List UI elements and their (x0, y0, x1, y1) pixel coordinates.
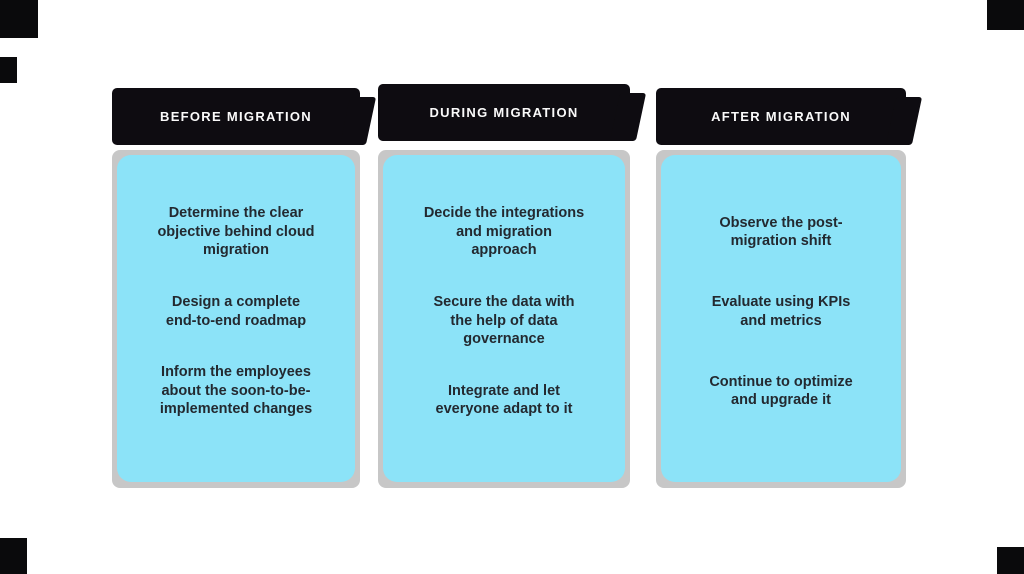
card-item: Continue to optimize and upgrade it (709, 373, 852, 410)
card-item-line: Integrate and let (447, 382, 560, 399)
card-item-line: Inform the employees (161, 364, 311, 381)
card-after-migration: Observe the post- migration shift Evalua… (661, 155, 901, 482)
header-after-migration: AFTER MIGRATION (656, 88, 906, 145)
decor-square-left-edge (0, 57, 17, 83)
decor-square-bottom-right (997, 547, 1024, 574)
card-item-line: Continue to optimize (709, 373, 853, 390)
card-backing-after-migration: Observe the post- migration shift Evalua… (656, 150, 906, 488)
card-item-line: and metrics (740, 312, 822, 329)
header-during-migration: DURING MIGRATION (378, 84, 630, 141)
card-backing-before-migration: Determine the clear objective behind clo… (112, 150, 360, 488)
header-before-migration: BEFORE MIGRATION (112, 88, 360, 145)
card-item-line: Secure the data with (433, 294, 575, 310)
decor-square-top-left (0, 0, 38, 38)
decor-square-top-right (987, 0, 1024, 30)
card-backing-during-migration: Decide the integrations and migration ap… (378, 150, 630, 488)
card-item-line: and migration (456, 223, 552, 240)
card-item: Secure the data with the help of data go… (433, 293, 574, 349)
card-item-line: migration (202, 242, 270, 259)
card-item: Design a complete end-to-end roadmap (166, 293, 306, 330)
card-item-line: Determine the clear (168, 205, 304, 222)
card-item-line: objective behind cloud (157, 223, 315, 240)
card-item-line: Evaluate using KPIs (711, 294, 851, 310)
card-item-line: end-to-end roadmap (165, 312, 307, 329)
card-item: Decide the integrations and migration ap… (424, 204, 584, 260)
decor-square-bottom-left (0, 538, 27, 574)
card-item-line: governance (463, 331, 545, 347)
card-item-line: migration shift (730, 233, 832, 249)
card-item: Determine the clear objective behind clo… (157, 204, 314, 260)
card-item-line: implemented changes (159, 401, 313, 418)
card-item-line: everyone adapt to it (435, 401, 573, 418)
card-item-line: about the soon-to-be- (161, 382, 311, 399)
card-item-line: Decide the integrations (423, 205, 585, 222)
card-item-line: approach (471, 242, 537, 259)
card-item: Evaluate using KPIs and metrics (712, 293, 851, 330)
card-item-line: Observe the post- (719, 214, 843, 231)
card-item: Observe the post- migration shift (719, 214, 842, 251)
header-label: BEFORE MIGRATION (160, 109, 312, 124)
card-during-migration: Decide the integrations and migration ap… (383, 155, 625, 482)
card-item-line: and upgrade it (731, 392, 831, 408)
card-item-line: Design a complete (171, 294, 301, 310)
card-item-line: the help of data (450, 312, 558, 329)
header-label: AFTER MIGRATION (711, 109, 851, 124)
card-before-migration: Determine the clear objective behind clo… (117, 155, 355, 482)
card-item: Integrate and let everyone adapt to it (436, 382, 573, 419)
header-label: DURING MIGRATION (429, 105, 579, 120)
card-item: Inform the employees about the soon-to-b… (160, 363, 312, 419)
